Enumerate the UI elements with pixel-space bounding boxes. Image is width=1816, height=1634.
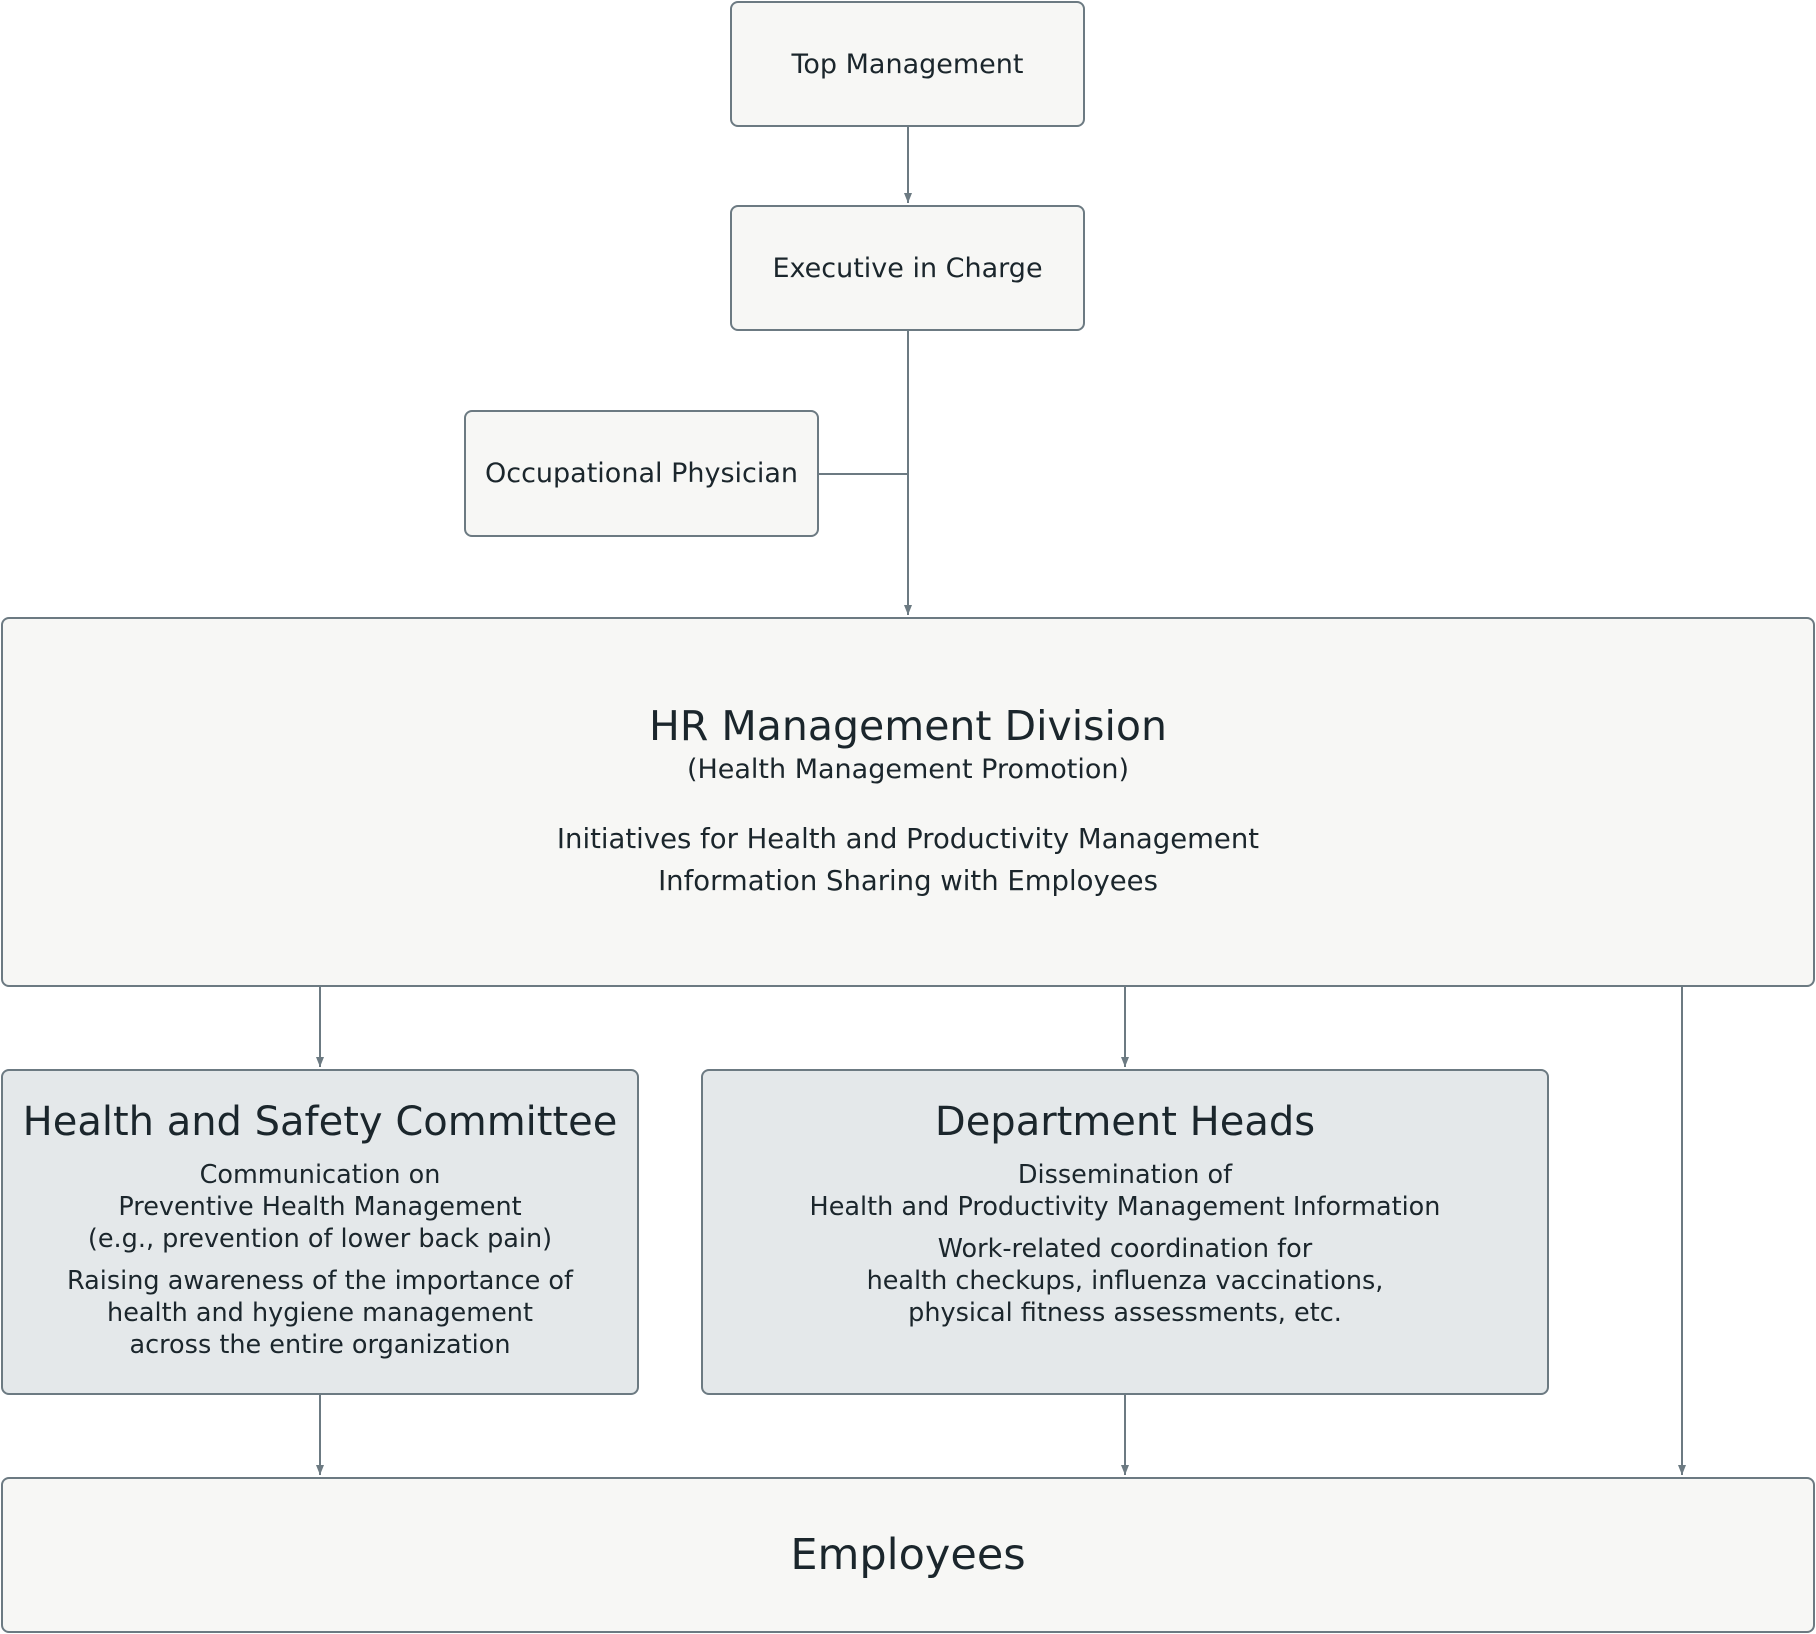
- hr-subtitle: (Health Management Promotion): [686, 754, 1130, 785]
- department-heads-box: Department Heads Dissemination of Health…: [701, 1069, 1549, 1395]
- department-line: physical fitness assessments, etc.: [908, 1298, 1342, 1328]
- committee-line: (e.g., prevention of lower back pain): [87, 1224, 553, 1254]
- department-line: health checkups, influenza vaccinations,: [866, 1266, 1384, 1296]
- committee-line: Preventive Health Management: [118, 1192, 522, 1222]
- executive-box: Executive in Charge: [730, 205, 1085, 331]
- hr-division-box: HR Management Division (Health Managemen…: [1, 617, 1815, 987]
- department-line: Health and Productivity Management Infor…: [809, 1192, 1441, 1222]
- hr-line: Information Sharing with Employees: [658, 865, 1158, 897]
- committee-line: across the entire organization: [129, 1330, 511, 1360]
- employees-box: Employees: [1, 1477, 1815, 1633]
- committee-line: health and hygiene management: [107, 1298, 533, 1328]
- department-group: Dissemination of Health and Productivity…: [810, 1159, 1441, 1223]
- executive-label: Executive in Charge: [772, 252, 1043, 284]
- committee-box: Health and Safety Committee Communicatio…: [1, 1069, 639, 1395]
- committee-line: Raising awareness of the importance of: [67, 1266, 573, 1296]
- department-title: Department Heads: [934, 1099, 1316, 1145]
- department-line: Dissemination of: [1017, 1160, 1233, 1190]
- physician-box: Occupational Physician: [464, 410, 819, 537]
- committee-title: Health and Safety Committee: [22, 1099, 618, 1145]
- committee-line: Communication on: [199, 1160, 441, 1190]
- department-group: Work-related coordination for health che…: [867, 1233, 1384, 1329]
- physician-label: Occupational Physician: [484, 458, 799, 489]
- committee-group: Communication on Preventive Health Manag…: [88, 1159, 552, 1255]
- top-management-box: Top Management: [730, 1, 1085, 127]
- committee-group: Raising awareness of the importance of h…: [67, 1265, 573, 1361]
- employees-label: Employees: [790, 1530, 1026, 1580]
- hr-line: Initiatives for Health and Productivity …: [556, 823, 1260, 855]
- top-management-label: Top Management: [791, 48, 1024, 80]
- department-line: Work-related coordination for: [937, 1234, 1313, 1264]
- hr-title: HR Management Division: [649, 702, 1167, 750]
- hr-description: Initiatives for Health and Productivity …: [557, 818, 1259, 902]
